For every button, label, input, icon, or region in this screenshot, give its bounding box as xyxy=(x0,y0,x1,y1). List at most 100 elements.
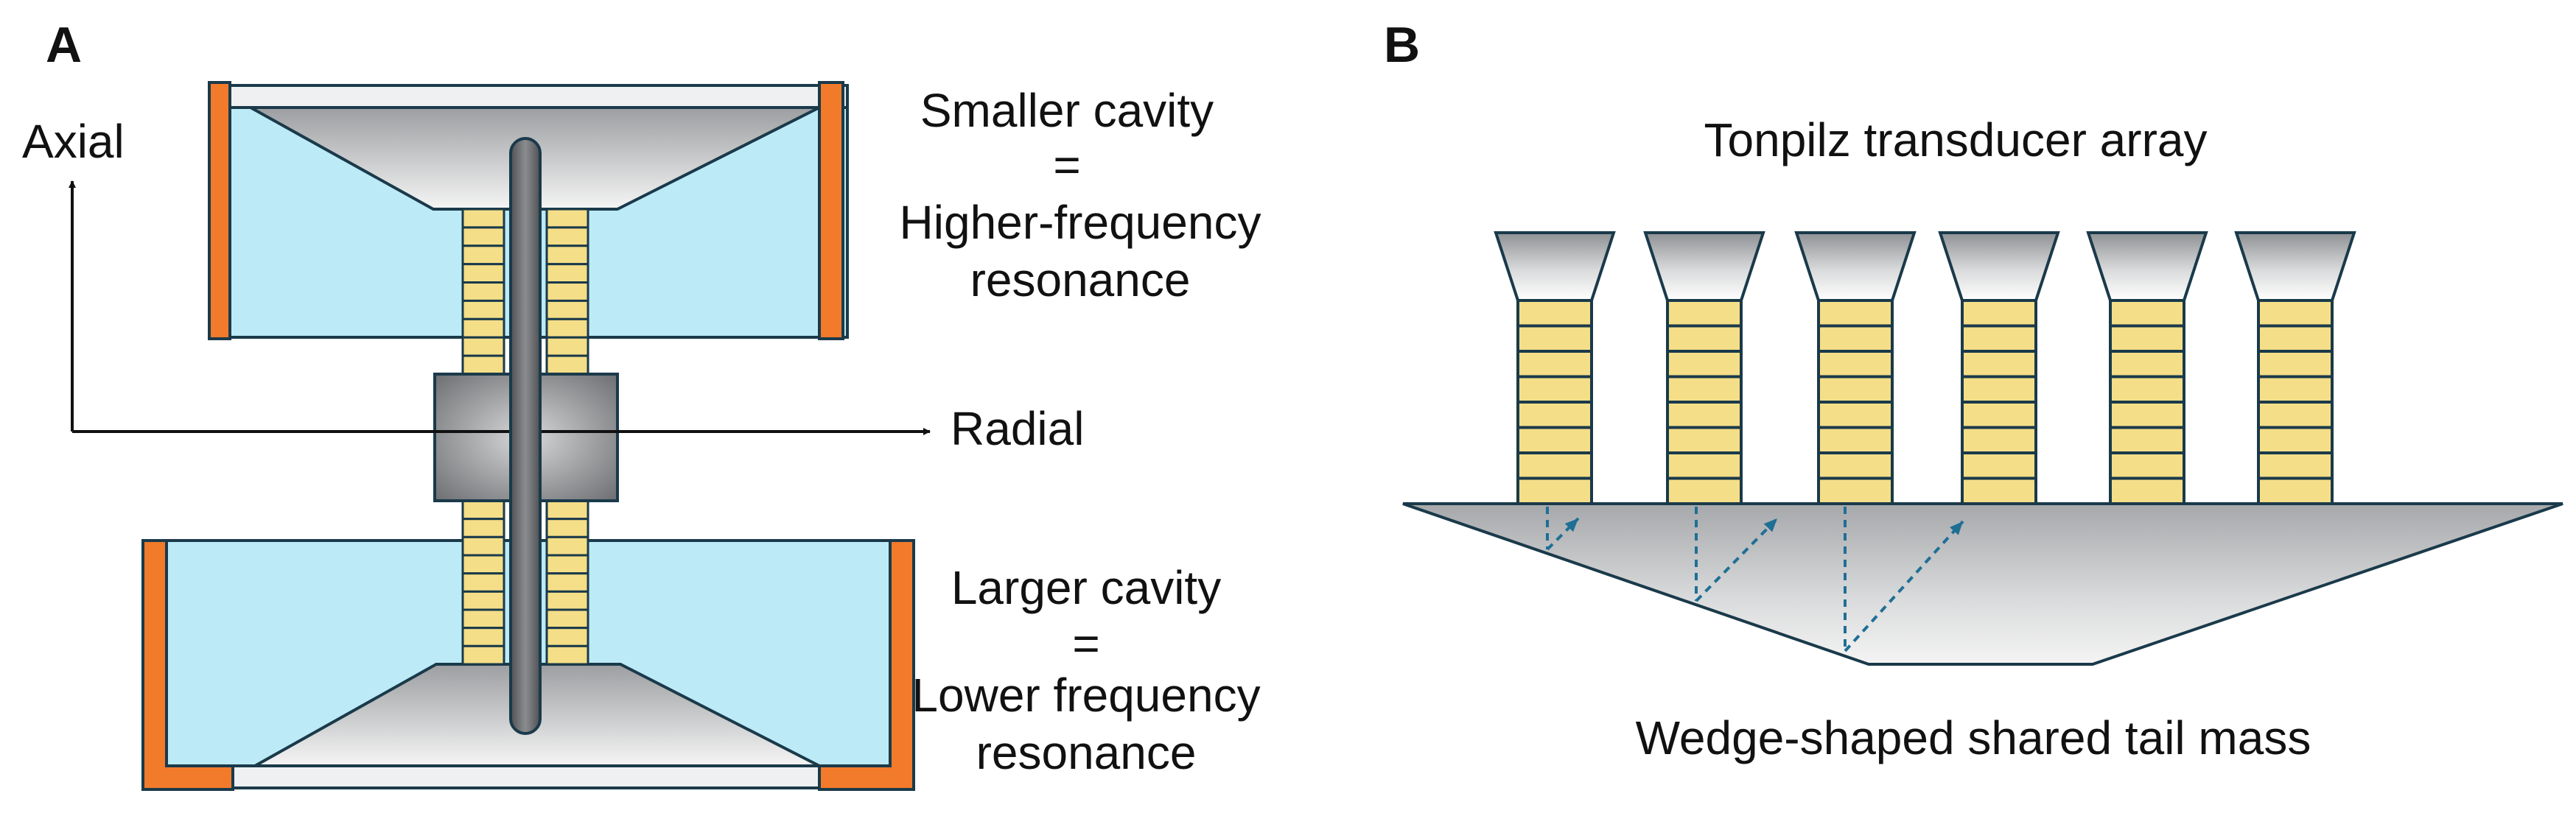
axial-axis-label: Axial xyxy=(22,115,125,168)
tonpilz-transducer xyxy=(1938,231,2060,505)
upper-right-piezo-stack xyxy=(545,208,589,376)
piezo-ring xyxy=(2257,375,2334,404)
piezo-ring xyxy=(2109,401,2185,429)
piezo-ring xyxy=(2109,476,2185,505)
piezo-ring xyxy=(461,644,505,666)
piezo-ring xyxy=(545,518,589,538)
piezo-ring xyxy=(545,627,589,647)
piezo-ring xyxy=(1666,401,1743,429)
piezo-ring xyxy=(545,644,589,666)
lower-caption-line-1: Larger cavity xyxy=(951,561,1221,614)
piezo-ring xyxy=(1516,426,1593,454)
piezo-ring xyxy=(545,226,589,247)
transducer-head-mass xyxy=(1938,231,2060,302)
piezo-ring xyxy=(461,590,505,611)
piezo-ring xyxy=(1516,476,1593,505)
piezo-ring xyxy=(545,263,589,284)
piezo-ring xyxy=(545,299,589,320)
piezo-ring xyxy=(461,627,505,647)
tonpilz-transducer xyxy=(1794,231,1917,505)
piezo-ring xyxy=(545,317,589,339)
panel-b-label: B xyxy=(1384,17,1420,73)
central-tie-rod xyxy=(509,137,542,735)
piezo-ring xyxy=(1666,451,1743,480)
transducer-head-mass xyxy=(2234,231,2356,302)
piezo-ring xyxy=(1666,299,1743,328)
piezo-ring xyxy=(545,244,589,266)
piezo-ring xyxy=(545,572,589,593)
piezo-ring xyxy=(2109,375,2185,404)
piezo-ring xyxy=(1961,324,2037,353)
piezo-ring xyxy=(461,354,505,376)
upper-caption-line-4: resonance xyxy=(970,253,1191,306)
piezo-ring xyxy=(1516,350,1593,379)
piezo-ring xyxy=(1961,476,2037,505)
tonpilz-transducer xyxy=(2086,231,2208,505)
piezo-ring xyxy=(545,590,589,611)
piezo-ring xyxy=(1516,401,1593,429)
piezo-ring xyxy=(461,281,505,302)
transducer-head-mass xyxy=(1643,231,1765,302)
piezo-ring xyxy=(2257,426,2334,454)
upper-caption-line-1: Smaller cavity xyxy=(920,84,1214,137)
piezo-ring xyxy=(461,226,505,247)
tonpilz-transducer xyxy=(1643,231,1765,505)
piezo-ring xyxy=(2257,401,2334,429)
piezo-ring xyxy=(461,608,505,630)
piezo-ring xyxy=(1666,426,1743,454)
piezo-ring xyxy=(1817,451,1894,480)
piezo-ring xyxy=(461,499,505,521)
piezo-ring xyxy=(545,336,589,357)
lower-caption-line-3: Lower frequency xyxy=(911,669,1260,722)
piezo-ring xyxy=(2109,426,2185,454)
piezo-ring xyxy=(1817,350,1894,379)
piezo-ring xyxy=(545,499,589,521)
piezo-ring xyxy=(1817,401,1894,429)
piezo-ring xyxy=(2109,451,2185,480)
piezo-ring xyxy=(1817,324,1894,353)
piezo-ring xyxy=(1516,299,1593,328)
wedge-caption: Wedge-shaped shared tail mass xyxy=(1636,711,2311,764)
piezo-ring xyxy=(2257,324,2334,353)
transducer-head-mass xyxy=(1794,231,1917,302)
piezo-ring xyxy=(461,572,505,593)
lower-caption-line-2: = xyxy=(1072,617,1099,670)
piezo-ring xyxy=(1961,375,2037,404)
upper-left-piezo-stack xyxy=(461,208,505,376)
piezo-ring xyxy=(1817,299,1894,328)
piezo-ring xyxy=(1666,350,1743,379)
piezo-ring xyxy=(545,354,589,376)
piezo-ring xyxy=(2257,350,2334,379)
piezo-ring xyxy=(461,299,505,320)
transducer-head-mass xyxy=(2086,231,2208,302)
tonpilz-transducer xyxy=(1494,231,1616,505)
panel-b: B Tonpilz transducer array Wedge-shaped … xyxy=(1384,17,2563,764)
panel-a-label: A xyxy=(46,17,82,73)
piezo-ring xyxy=(1666,375,1743,404)
panel-a: A Axial Radial Small xyxy=(22,17,1261,791)
piezo-ring xyxy=(1961,350,2037,379)
piezo-ring xyxy=(1961,451,2037,480)
piezo-ring xyxy=(545,535,589,557)
piezo-ring xyxy=(1666,324,1743,353)
upper-head-plate xyxy=(227,84,849,109)
piezo-ring xyxy=(461,263,505,284)
piezo-ring xyxy=(1961,299,2037,328)
piezo-ring xyxy=(545,281,589,302)
piezo-ring xyxy=(1516,375,1593,404)
lower-head-plate xyxy=(228,764,849,789)
piezo-ring xyxy=(1666,476,1743,505)
reflection-path-3-up xyxy=(1844,520,1964,652)
piezo-ring xyxy=(461,317,505,339)
wedge-tail-mass xyxy=(1402,502,2563,666)
piezo-ring xyxy=(1516,324,1593,353)
piezo-ring xyxy=(2257,299,2334,328)
upper-caption-line-2: = xyxy=(1053,138,1080,191)
piezo-ring xyxy=(1961,426,2037,454)
piezo-ring xyxy=(2109,299,2185,328)
piezo-ring xyxy=(545,608,589,630)
piezo-ring xyxy=(461,208,505,229)
piezo-ring xyxy=(1817,476,1894,505)
piezo-ring xyxy=(461,535,505,557)
